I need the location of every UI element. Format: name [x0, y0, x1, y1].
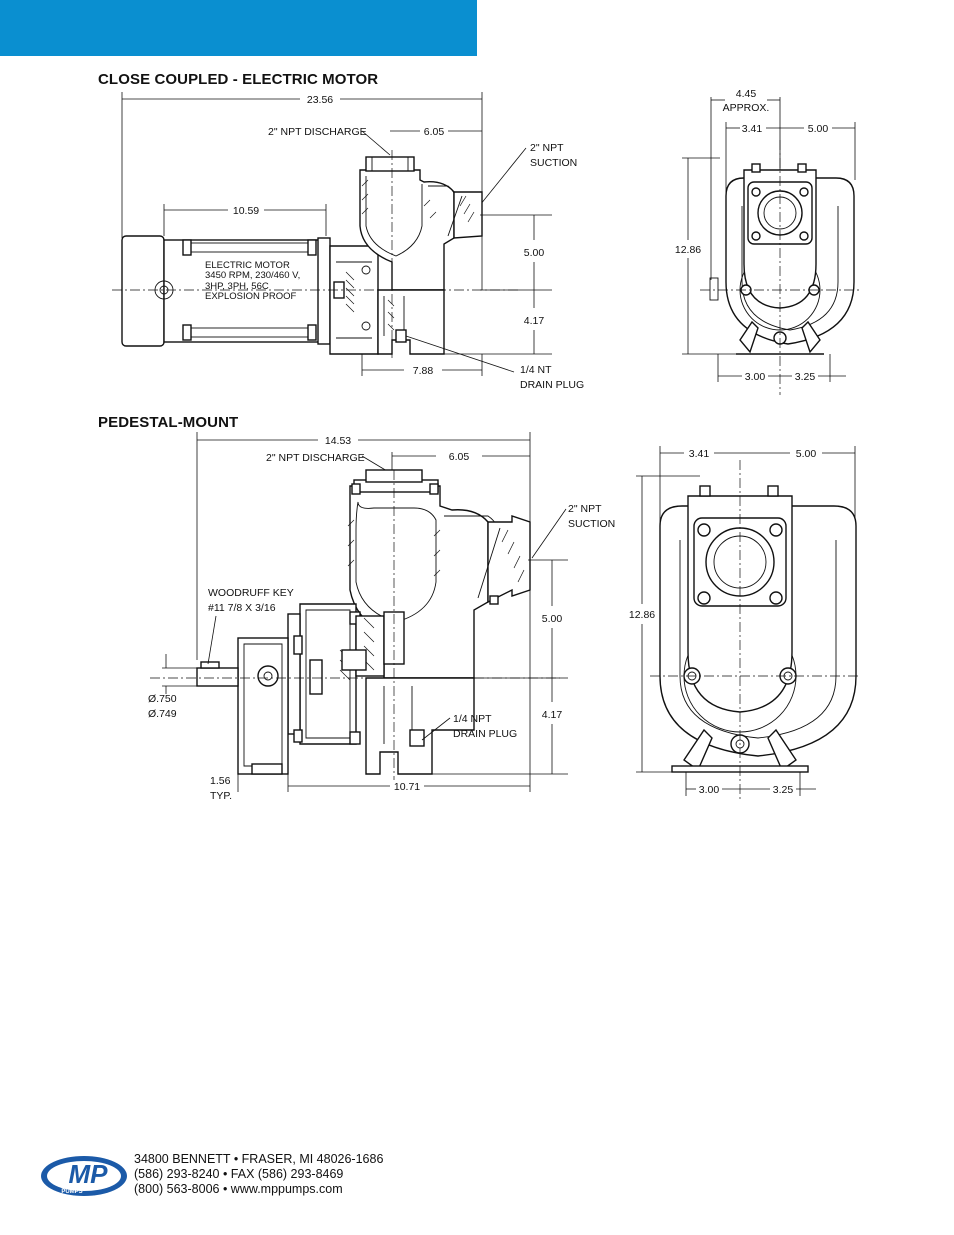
dim-side-right-width: 5.00 — [808, 123, 829, 135]
dim-side-base-left: 3.00 — [745, 371, 766, 383]
dim-foot-1: 1.56 — [210, 775, 231, 787]
header-color-bar — [0, 0, 477, 56]
dim-pedestal-side-height: 12.86 — [629, 609, 655, 621]
close-coupled-side-view: 4.45 APPROX. 3.41 5.00 12.86 — [675, 88, 860, 395]
address-line: 34800 BENNETT • FRASER, MI 48026-1686 — [134, 1152, 384, 1166]
dim-upper-height: 5.00 — [524, 247, 545, 259]
label-pedestal-drain-1: 1/4 NPT — [453, 713, 492, 725]
phone-fax-line: (586) 293-8240 • FAX (586) 293-8469 — [134, 1167, 344, 1181]
dim-motor-length: 10.59 — [233, 205, 259, 217]
dim-pedestal-side-base-right: 3.25 — [773, 784, 794, 796]
mp-pumps-logo: MP PUMPS — [41, 1156, 127, 1196]
dim-discharge-offset: 6.05 — [424, 126, 445, 138]
pedestal-front-view: 14.53 2" NPT DISCHARGE 6.05 2" NPT SUCTI… — [148, 432, 615, 802]
label-pedestal-suction-2: SUCTION — [568, 518, 615, 530]
logo-subtext: PUMPS — [61, 1189, 82, 1195]
dim-base-length: 7.88 — [413, 365, 434, 377]
label-drain-2: DRAIN PLUG — [520, 379, 584, 391]
dim-pedestal-lower-height: 4.17 — [542, 709, 563, 721]
close-coupled-front-view: 23.56 2" NPT DISCHARGE 6.05 2" NPT SUCTI… — [112, 92, 584, 391]
dim-overall-length: 23.56 — [307, 94, 333, 106]
phone-web-line: (800) 563-8006 • www.mppumps.com — [134, 1182, 343, 1196]
dim-side-height: 12.86 — [675, 244, 701, 256]
label-drain-1: 1/4 NT — [520, 364, 552, 376]
dim-shaft-dia-1: Ø.750 — [148, 693, 177, 705]
dim-side-base-right: 3.25 — [795, 371, 816, 383]
dim-approx-value: 4.45 — [736, 88, 757, 100]
dim-pedestal-upper-height: 5.00 — [542, 613, 563, 625]
label-discharge: 2" NPT DISCHARGE — [268, 126, 367, 138]
label-suction-1: 2" NPT — [530, 142, 564, 154]
label-pedestal-suction-1: 2" NPT — [568, 503, 602, 515]
dim-shaft-dia-2: Ø.749 — [148, 708, 177, 720]
label-woodruff-1: WOODRUFF KEY — [208, 587, 294, 599]
dim-lower-height: 4.17 — [524, 315, 545, 327]
pedestal-side-view: 3.41 5.00 12.86 — [629, 446, 860, 800]
section-title-pedestal: PEDESTAL-MOUNT — [98, 414, 239, 431]
label-pedestal-drain-2: DRAIN PLUG — [453, 728, 517, 740]
motor-label-2: 3450 RPM, 230/460 V, — [205, 270, 300, 281]
dim-side-left-width: 3.41 — [742, 123, 763, 135]
dim-pedestal-side-left-width: 3.41 — [689, 448, 710, 460]
dim-pedestal-side-right-width: 5.00 — [796, 448, 817, 460]
motor-label-1: ELECTRIC MOTOR — [205, 260, 290, 271]
contact-address: 34800 BENNETT • FRASER, MI 48026-1686 (5… — [134, 1152, 454, 1197]
label-suction-2: SUCTION — [530, 157, 577, 169]
dim-approx-label: APPROX. — [723, 102, 770, 114]
label-woodruff-2: #11 7/8 X 3/16 — [208, 602, 276, 614]
section-title-close-coupled: CLOSE COUPLED - ELECTRIC MOTOR — [98, 71, 379, 88]
dim-pedestal-discharge-offset: 6.05 — [449, 451, 470, 463]
dim-pedestal-side-base-left: 3.00 — [699, 784, 720, 796]
dim-pedestal-overall-length: 14.53 — [325, 435, 351, 447]
dim-pedestal-base-length: 10.71 — [394, 781, 420, 793]
dim-foot-2: TYP. — [210, 790, 232, 802]
motor-label-4: EXPLOSION PROOF — [205, 291, 297, 302]
label-pedestal-discharge: 2" NPT DISCHARGE — [266, 452, 365, 464]
motor-label-3: 3HP, 3PH, 56C — [205, 281, 269, 292]
logo-text: MP — [69, 1159, 109, 1189]
